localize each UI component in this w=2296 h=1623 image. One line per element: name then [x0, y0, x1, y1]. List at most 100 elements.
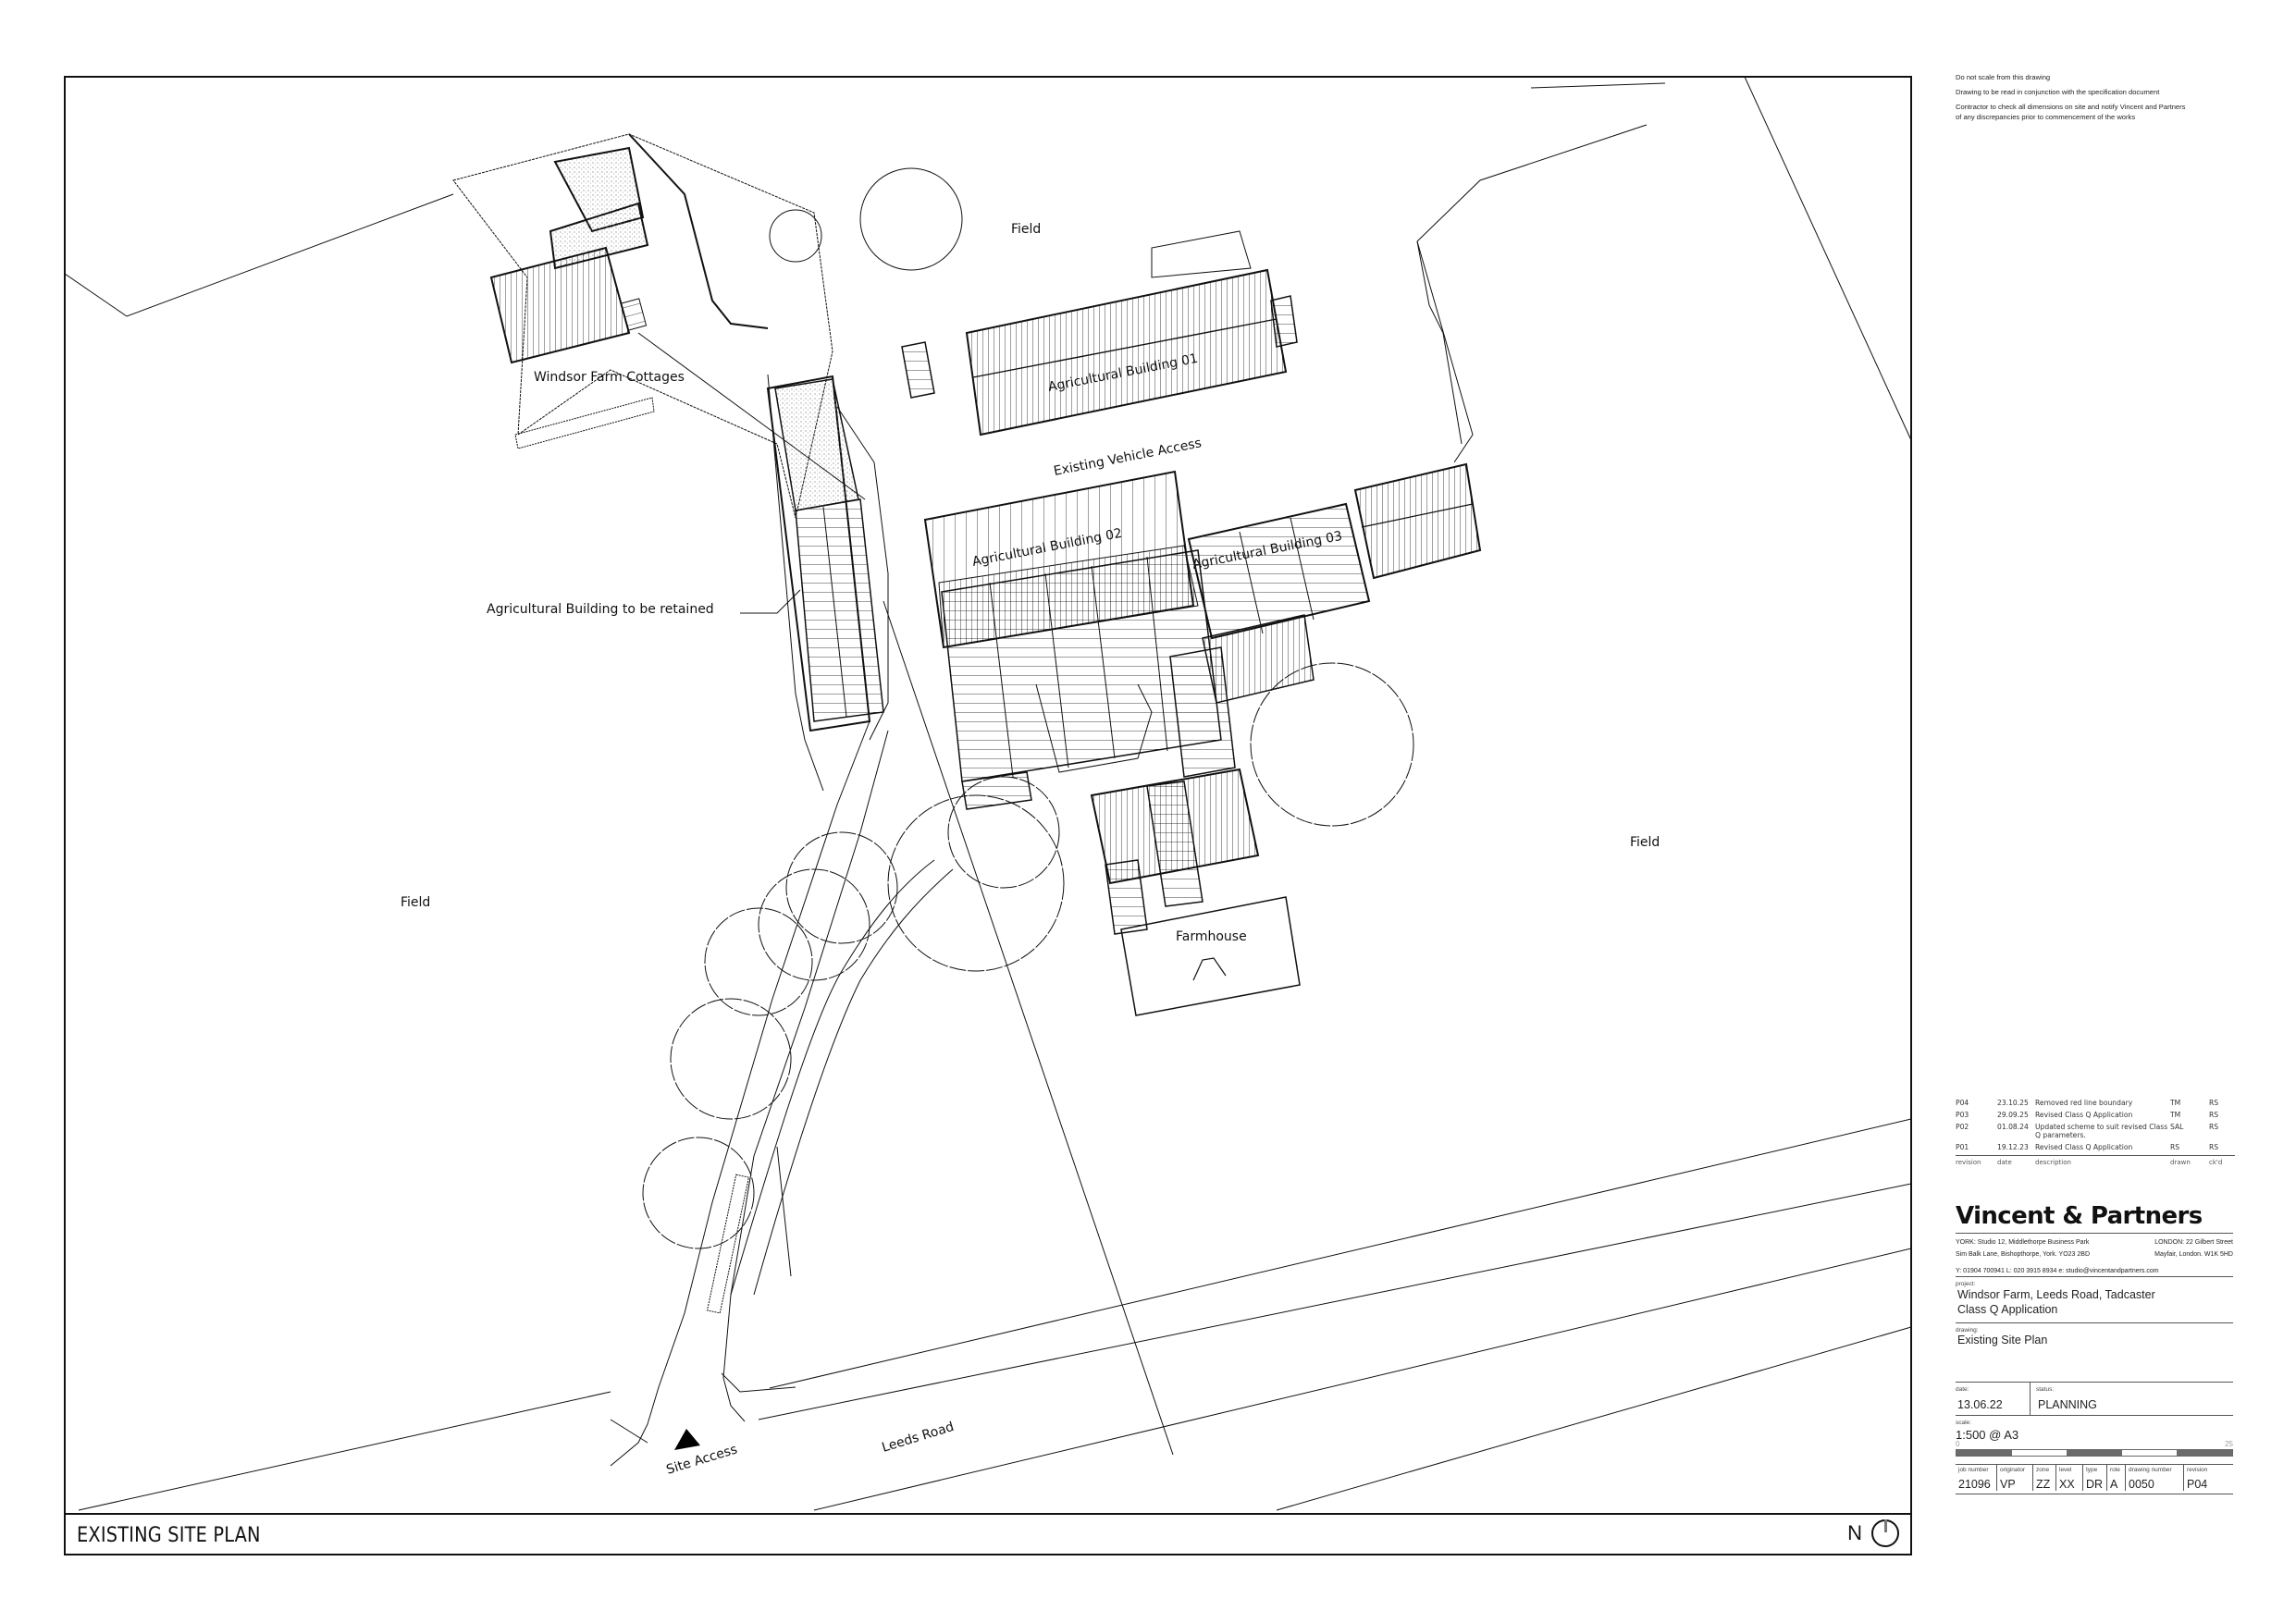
tree [769, 209, 822, 263]
code-key: drawing number [2129, 1467, 2172, 1473]
label-farmhouse: Farmhouse [1176, 929, 1247, 944]
code-key: job number [1958, 1467, 1989, 1473]
field-boundary-ne [1416, 124, 1648, 242]
rev-drawn: TM [2170, 1099, 2181, 1107]
level: XX [2059, 1478, 2075, 1491]
boundary-line [637, 332, 866, 500]
project-line-2: Class Q Application [1957, 1303, 2058, 1316]
field-boundary-west [65, 193, 454, 317]
tree [642, 1137, 755, 1249]
rev-id: P03 [1956, 1111, 1969, 1119]
code-key: type [2086, 1467, 2098, 1473]
drawing-number: 0050 [2129, 1478, 2154, 1491]
revision-row: P01 19.12.23 Revised Class Q Application… [1956, 1143, 2235, 1151]
note: of any discrepancies prior to commenceme… [1956, 113, 2136, 121]
project-name: Windsor Farm, Leeds Road, Tadcaster Clas… [1956, 1287, 2233, 1323]
rev-desc: Revised Class Q Application [2035, 1111, 2133, 1119]
drawing-label: drawing: [1956, 1327, 1979, 1334]
leader-line [740, 589, 801, 614]
north-point: N [1847, 1519, 1899, 1547]
north-arrow-icon [1871, 1519, 1899, 1547]
tree [758, 868, 870, 981]
project-label: project: [1956, 1281, 1976, 1287]
rev-checked: RS [2209, 1123, 2219, 1131]
drawing-name: Existing Site Plan [1956, 1334, 2233, 1383]
tree [887, 794, 1065, 972]
general-notes: Do not scale from this drawing Drawing t… [1956, 72, 2289, 127]
label-field-north: Field [1011, 222, 1041, 237]
rev-date: 23.10.25 [1997, 1099, 2029, 1107]
zone: ZZ [2036, 1478, 2051, 1491]
revision-row: P03 29.09.25 Revised Class Q Application… [1956, 1111, 2235, 1119]
york-address-1: YORK: Studio 12, Middlethorpe Business P… [1956, 1239, 2090, 1246]
ag-building-01-roof [965, 268, 1288, 436]
company-logo: Vincent & Partners [1956, 1202, 2233, 1234]
revision-row: P02 01.08.24 Updated scheme to suit revi… [1956, 1123, 2235, 1139]
date-value: 13.06.22 [1957, 1398, 2003, 1411]
farmhouse-garden [1120, 896, 1301, 1016]
status-value: PLANNING [2038, 1398, 2097, 1411]
scale-end: 25 [2225, 1440, 2233, 1448]
revision-row: P04 23.10.25 Removed red line boundary T… [1956, 1099, 2235, 1107]
date-label: date: [1956, 1386, 1969, 1393]
rev-id: P01 [1956, 1143, 1969, 1151]
code-key: originator [2000, 1467, 2026, 1473]
col-drawn: drawn [2170, 1159, 2191, 1166]
tree [670, 998, 792, 1120]
col-date: date [1997, 1159, 2012, 1166]
date-status-row: date: 13.06.22 status: PLANNING [1956, 1383, 2233, 1416]
rev-desc: Updated scheme to suit revised Class Q p… [2035, 1123, 2168, 1139]
type: DR [2086, 1478, 2104, 1491]
revision-header: revision date description drawn ck'd [1956, 1155, 2235, 1166]
drawing-title: EXISTING SITE PLAN [77, 1524, 261, 1547]
rev-checked: RS [2209, 1143, 2219, 1151]
rev-drawn: RS [2170, 1143, 2180, 1151]
code-key: role [2110, 1467, 2120, 1473]
role: A [2110, 1478, 2118, 1491]
rev-desc: Revised Class Q Application [2035, 1143, 2133, 1151]
rev-id: P04 [1956, 1099, 1969, 1107]
scale-label: scale: [1956, 1420, 1971, 1426]
scale-value: 1:500 @ A3 [1956, 1428, 2019, 1442]
note: Do not scale from this drawing [1956, 73, 2051, 81]
field-boundary-north [1530, 82, 1666, 89]
note: Drawing to be read in conjunction with t… [1956, 88, 2160, 96]
scale-start: 0 [1956, 1440, 1960, 1448]
label-field-west: Field [401, 895, 430, 910]
addresses: YORK: Studio 12, Middlethorpe Business P… [1956, 1236, 2233, 1260]
col-revision: revision [1956, 1159, 1981, 1166]
rev-checked: RS [2209, 1099, 2219, 1107]
label-field-east: Field [1630, 835, 1660, 850]
field-boundary-east [1416, 240, 1474, 463]
plan-frame [64, 76, 1912, 1555]
originator: VP [2000, 1478, 2016, 1491]
scale-bar [1956, 1449, 2233, 1457]
ag-building-east [1353, 462, 1482, 580]
york-address-2: Sim Balk Lane, Bishopthorpe, York. YO23 … [1956, 1251, 2091, 1258]
revision: P04 [2187, 1478, 2208, 1491]
revision-table: P04 23.10.25 Removed red line boundary T… [1956, 1099, 2235, 1166]
london-address-1: LONDON: 22 Gilbert Street [2154, 1239, 2233, 1246]
tree [704, 907, 813, 1016]
code-key: level [2059, 1467, 2072, 1473]
access-track [610, 720, 870, 1467]
rev-date: 19.12.23 [1997, 1143, 2029, 1151]
tree [859, 167, 963, 271]
col-checked: ck'd [2209, 1159, 2223, 1166]
tree [785, 831, 898, 944]
contact-details: Y: 01904 700941 L: 020 3915 8934 e: stud… [1956, 1268, 2233, 1277]
project-line-1: Windsor Farm, Leeds Road, Tadcaster [1957, 1288, 2155, 1301]
col-description: description [2035, 1159, 2071, 1166]
road-edge [78, 1391, 611, 1511]
rev-drawn: TM [2170, 1111, 2181, 1119]
note: Contractor to check all dimensions on si… [1956, 103, 2186, 111]
north-label: N [1847, 1521, 1862, 1544]
scale-bar-ticks: 0 25 [1956, 1440, 2233, 1448]
rev-date: 01.08.24 [1997, 1123, 2029, 1131]
ag-building-03-roof [1187, 502, 1371, 640]
rev-id: P02 [1956, 1123, 1969, 1131]
rev-drawn: SAL [2170, 1123, 2184, 1131]
